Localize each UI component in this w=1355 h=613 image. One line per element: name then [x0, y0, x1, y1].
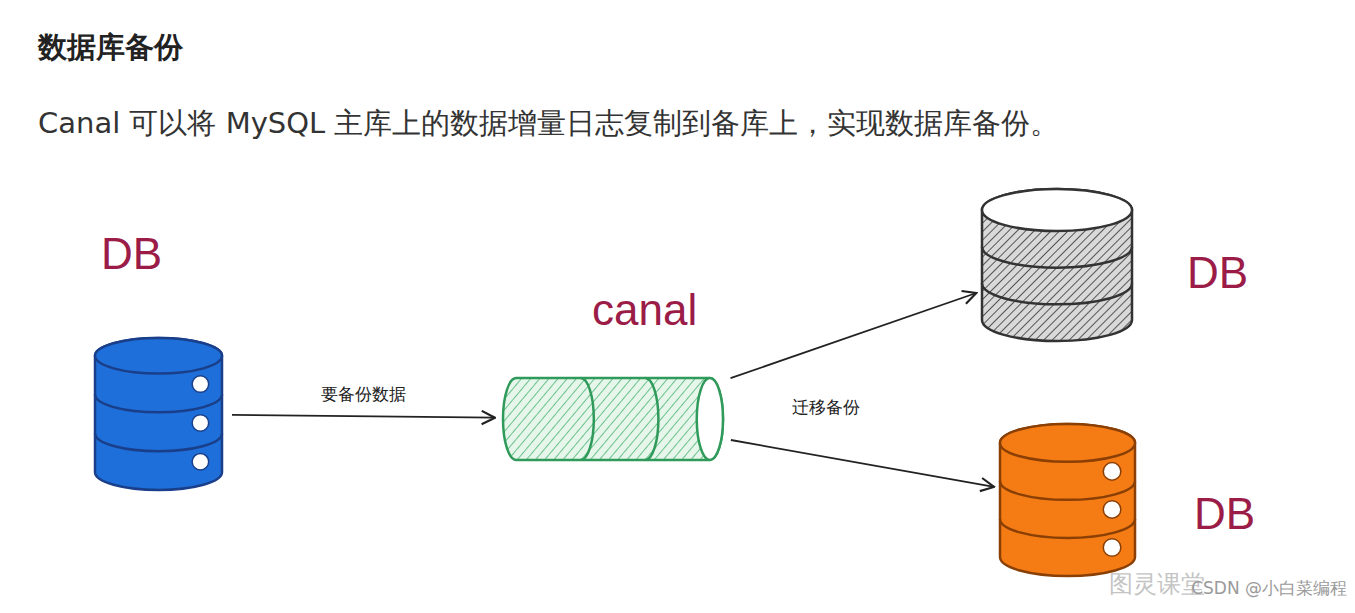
edge-label: 要备份数据	[318, 383, 409, 405]
watermark: 图灵课堂	[1109, 568, 1205, 600]
database-cylinder: DB	[95, 228, 265, 498]
database-cylinder: DB	[982, 185, 1272, 347]
canal-pipe: canal	[500, 282, 730, 467]
database-cylinder: DB	[997, 420, 1287, 582]
edge-label: 迁移备份	[789, 396, 863, 418]
watermark: CSDN @小白菜编程	[1191, 577, 1347, 600]
node-label: DB	[1194, 492, 1255, 536]
cylinder-shape	[997, 421, 1138, 579]
arrow	[232, 415, 495, 418]
cylinder-shape	[979, 186, 1135, 344]
node-label: DB	[101, 232, 162, 276]
pipe-shape	[500, 375, 726, 463]
description: Canal 可以将 MySQL 主库上的数据增量日志复制到备库上，实现数据库备份…	[38, 104, 1059, 144]
arrow	[731, 440, 994, 487]
node-label: canal	[592, 288, 697, 332]
arrow	[731, 293, 977, 378]
node-label: DB	[1187, 251, 1248, 295]
title: 数据库备份	[38, 28, 183, 68]
cylinder-shape	[92, 335, 225, 493]
